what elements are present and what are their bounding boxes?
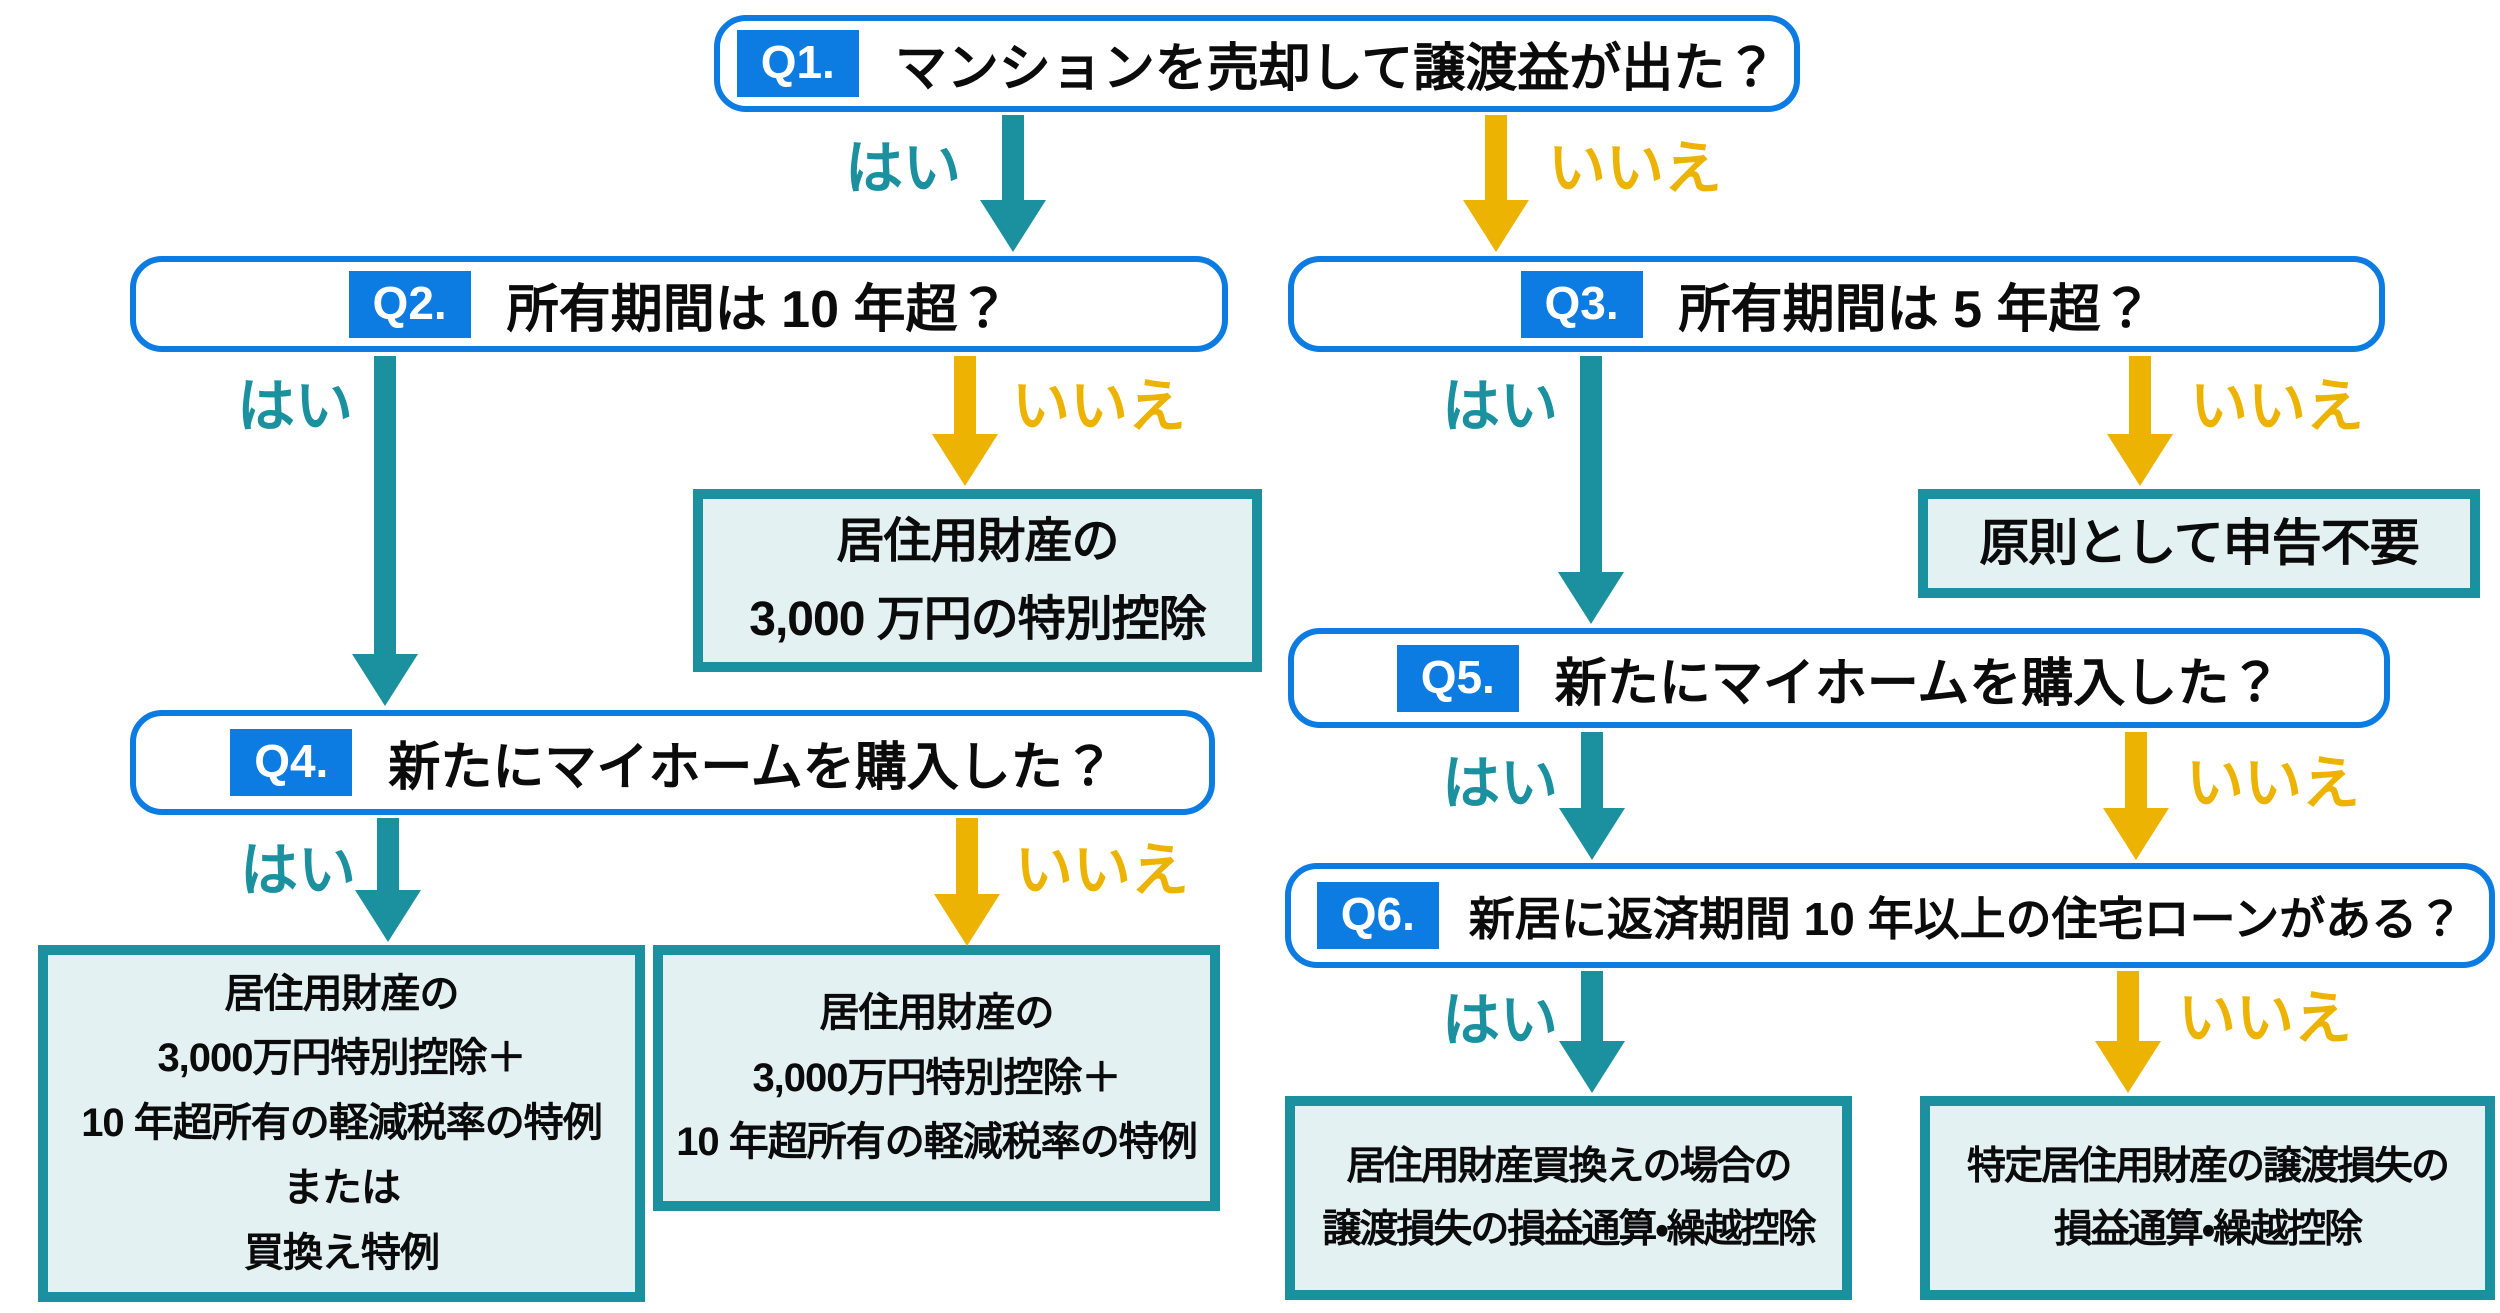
q5-no-arrow-icon [2103, 732, 2169, 860]
question-q5-box: Q5. 新たにマイホームを購入した？ [1288, 628, 2390, 728]
result-line: 譲渡損失の損益通算・繰越控除 [1322, 1208, 1816, 1251]
arrow-head-icon [355, 890, 421, 942]
q6-no-arrow-icon [2095, 971, 2161, 1093]
question-q1-box: Q1. マンションを売却して譲渡益が出た？ [714, 15, 1800, 112]
q5-text: 新たにマイホームを購入した？ [1554, 654, 2282, 713]
result-line: 居住用財産買換えの場合の [1346, 1144, 1792, 1188]
q3-text: 所有期間は 5 年超？ [1678, 280, 2153, 339]
q3-yes-arrow-icon [1558, 356, 1624, 624]
q1-no-label: いいえ [1548, 136, 1723, 201]
q6-badge: Q6. [1316, 882, 1439, 949]
q5-yes-label: はい [1442, 751, 1559, 816]
result-line: 居住用財産の [224, 971, 460, 1016]
result-line: 原則として申告不要 [1979, 515, 2419, 571]
result-line: 3,000万円特別控除＋ [157, 1036, 526, 1081]
q5-yes-arrow-icon [1559, 732, 1625, 860]
arrow-head-icon [2095, 1041, 2161, 1093]
result-line: 損益通算・繰越控除 [2053, 1208, 2363, 1251]
arrow-head-icon [2107, 434, 2173, 486]
q4-yes-label: はい [240, 838, 357, 903]
arrow-shaft [1581, 732, 1603, 808]
q1-badge: Q1. [736, 30, 859, 97]
result-line: 特定居住用財産の譲渡損失の [1966, 1144, 2450, 1188]
result-line: 3,000 万円の特別控除 [749, 592, 1206, 646]
result-special-deduction-box: 居住用財産の 3,000 万円の特別控除 [693, 489, 1262, 672]
question-q3-box: Q3. 所有期間は 5 年超？ [1288, 256, 2385, 352]
result-no-filing-box: 原則として申告不要 [1918, 489, 2480, 598]
q5-badge: Q5. [1396, 644, 1519, 712]
q1-no-arrow-icon [1463, 115, 1529, 252]
result-line: 10 年超所有の軽減税率の特例 [676, 1120, 1198, 1165]
q2-yes-label: はい [237, 374, 354, 439]
result-line: 居住用財産の [836, 514, 1119, 568]
arrow-shaft [956, 818, 978, 894]
result-line: 10 年超所有の軽減税率の特例 [81, 1101, 603, 1146]
result-line: 居住用財産の [819, 990, 1055, 1035]
arrow-shaft [1580, 356, 1602, 572]
arrow-shaft [1002, 115, 1024, 200]
question-q4-box: Q4. 新たにマイホームを購入した？ [130, 710, 1215, 815]
question-q6-box: Q6. 新居に返済期間 10 年以上の住宅ローンがある？ [1285, 863, 2495, 968]
q2-text: 所有期間は 10 年超？ [506, 280, 1010, 339]
arrow-shaft [1485, 115, 1507, 200]
arrow-head-icon [980, 200, 1046, 252]
q3-no-label: いいえ [2190, 374, 2365, 439]
result-specified-loss-offset-box: 特定居住用財産の譲渡損失の 損益通算・繰越控除 [1920, 1096, 2495, 1300]
arrow-shaft [954, 356, 976, 434]
arrow-head-icon [1558, 572, 1624, 624]
q6-yes-arrow-icon [1559, 971, 1625, 1093]
arrow-head-icon [932, 434, 998, 486]
result-line: 3,000万円特別控除＋ [752, 1055, 1121, 1100]
question-q2-box: Q2. 所有期間は 10 年超？ [130, 256, 1228, 352]
arrow-shaft [2129, 356, 2151, 434]
q6-no-label: いいえ [2178, 986, 2353, 1051]
arrow-shaft [374, 356, 396, 654]
arrow-head-icon [2103, 808, 2169, 860]
q4-text: 新たにマイホームを購入した？ [388, 739, 1115, 797]
q1-text: マンションを売却して譲渡益が出た？ [894, 40, 1778, 98]
q4-yes-arrow-icon [355, 818, 421, 942]
arrow-shaft [377, 818, 399, 890]
arrow-head-icon [1559, 1041, 1625, 1093]
q3-no-arrow-icon [2107, 356, 2173, 486]
q6-text: 新居に返済期間 10 年以上の住宅ローンがある？ [1468, 892, 2464, 945]
q1-yes-arrow-icon [980, 115, 1046, 252]
result-deduction-plus-rate-or-replacement-box: 居住用財産の 3,000万円特別控除＋ 10 年超所有の軽減税率の特例 または … [38, 945, 645, 1302]
q3-yes-label: はい [1442, 374, 1559, 439]
result-line: または [283, 1165, 401, 1210]
q2-no-arrow-icon [932, 356, 998, 486]
q1-yes-label: はい [845, 136, 962, 201]
arrow-head-icon [352, 654, 418, 706]
result-replacement-loss-offset-box: 居住用財産買換えの場合の 譲渡損失の損益通算・繰越控除 [1285, 1096, 1852, 1300]
q2-yes-arrow-icon [352, 356, 418, 706]
arrow-shaft [1581, 971, 1603, 1041]
arrow-head-icon [1463, 200, 1529, 252]
q4-no-label: いいえ [1015, 838, 1190, 903]
q4-no-arrow-icon [934, 818, 1000, 946]
q6-yes-label: はい [1442, 988, 1559, 1053]
arrow-shaft [2125, 732, 2147, 808]
arrow-shaft [2117, 971, 2139, 1041]
q2-badge: Q2. [348, 270, 471, 338]
q3-badge: Q3. [1520, 270, 1643, 338]
q2-no-label: いいえ [1012, 374, 1187, 439]
arrow-head-icon [1559, 808, 1625, 860]
result-line: 買換え特例 [244, 1230, 440, 1275]
q4-badge: Q4. [230, 729, 353, 796]
arrow-head-icon [934, 894, 1000, 946]
q5-no-label: いいえ [2186, 751, 2361, 816]
result-deduction-plus-rate-box: 居住用財産の 3,000万円特別控除＋ 10 年超所有の軽減税率の特例 [653, 945, 1220, 1211]
